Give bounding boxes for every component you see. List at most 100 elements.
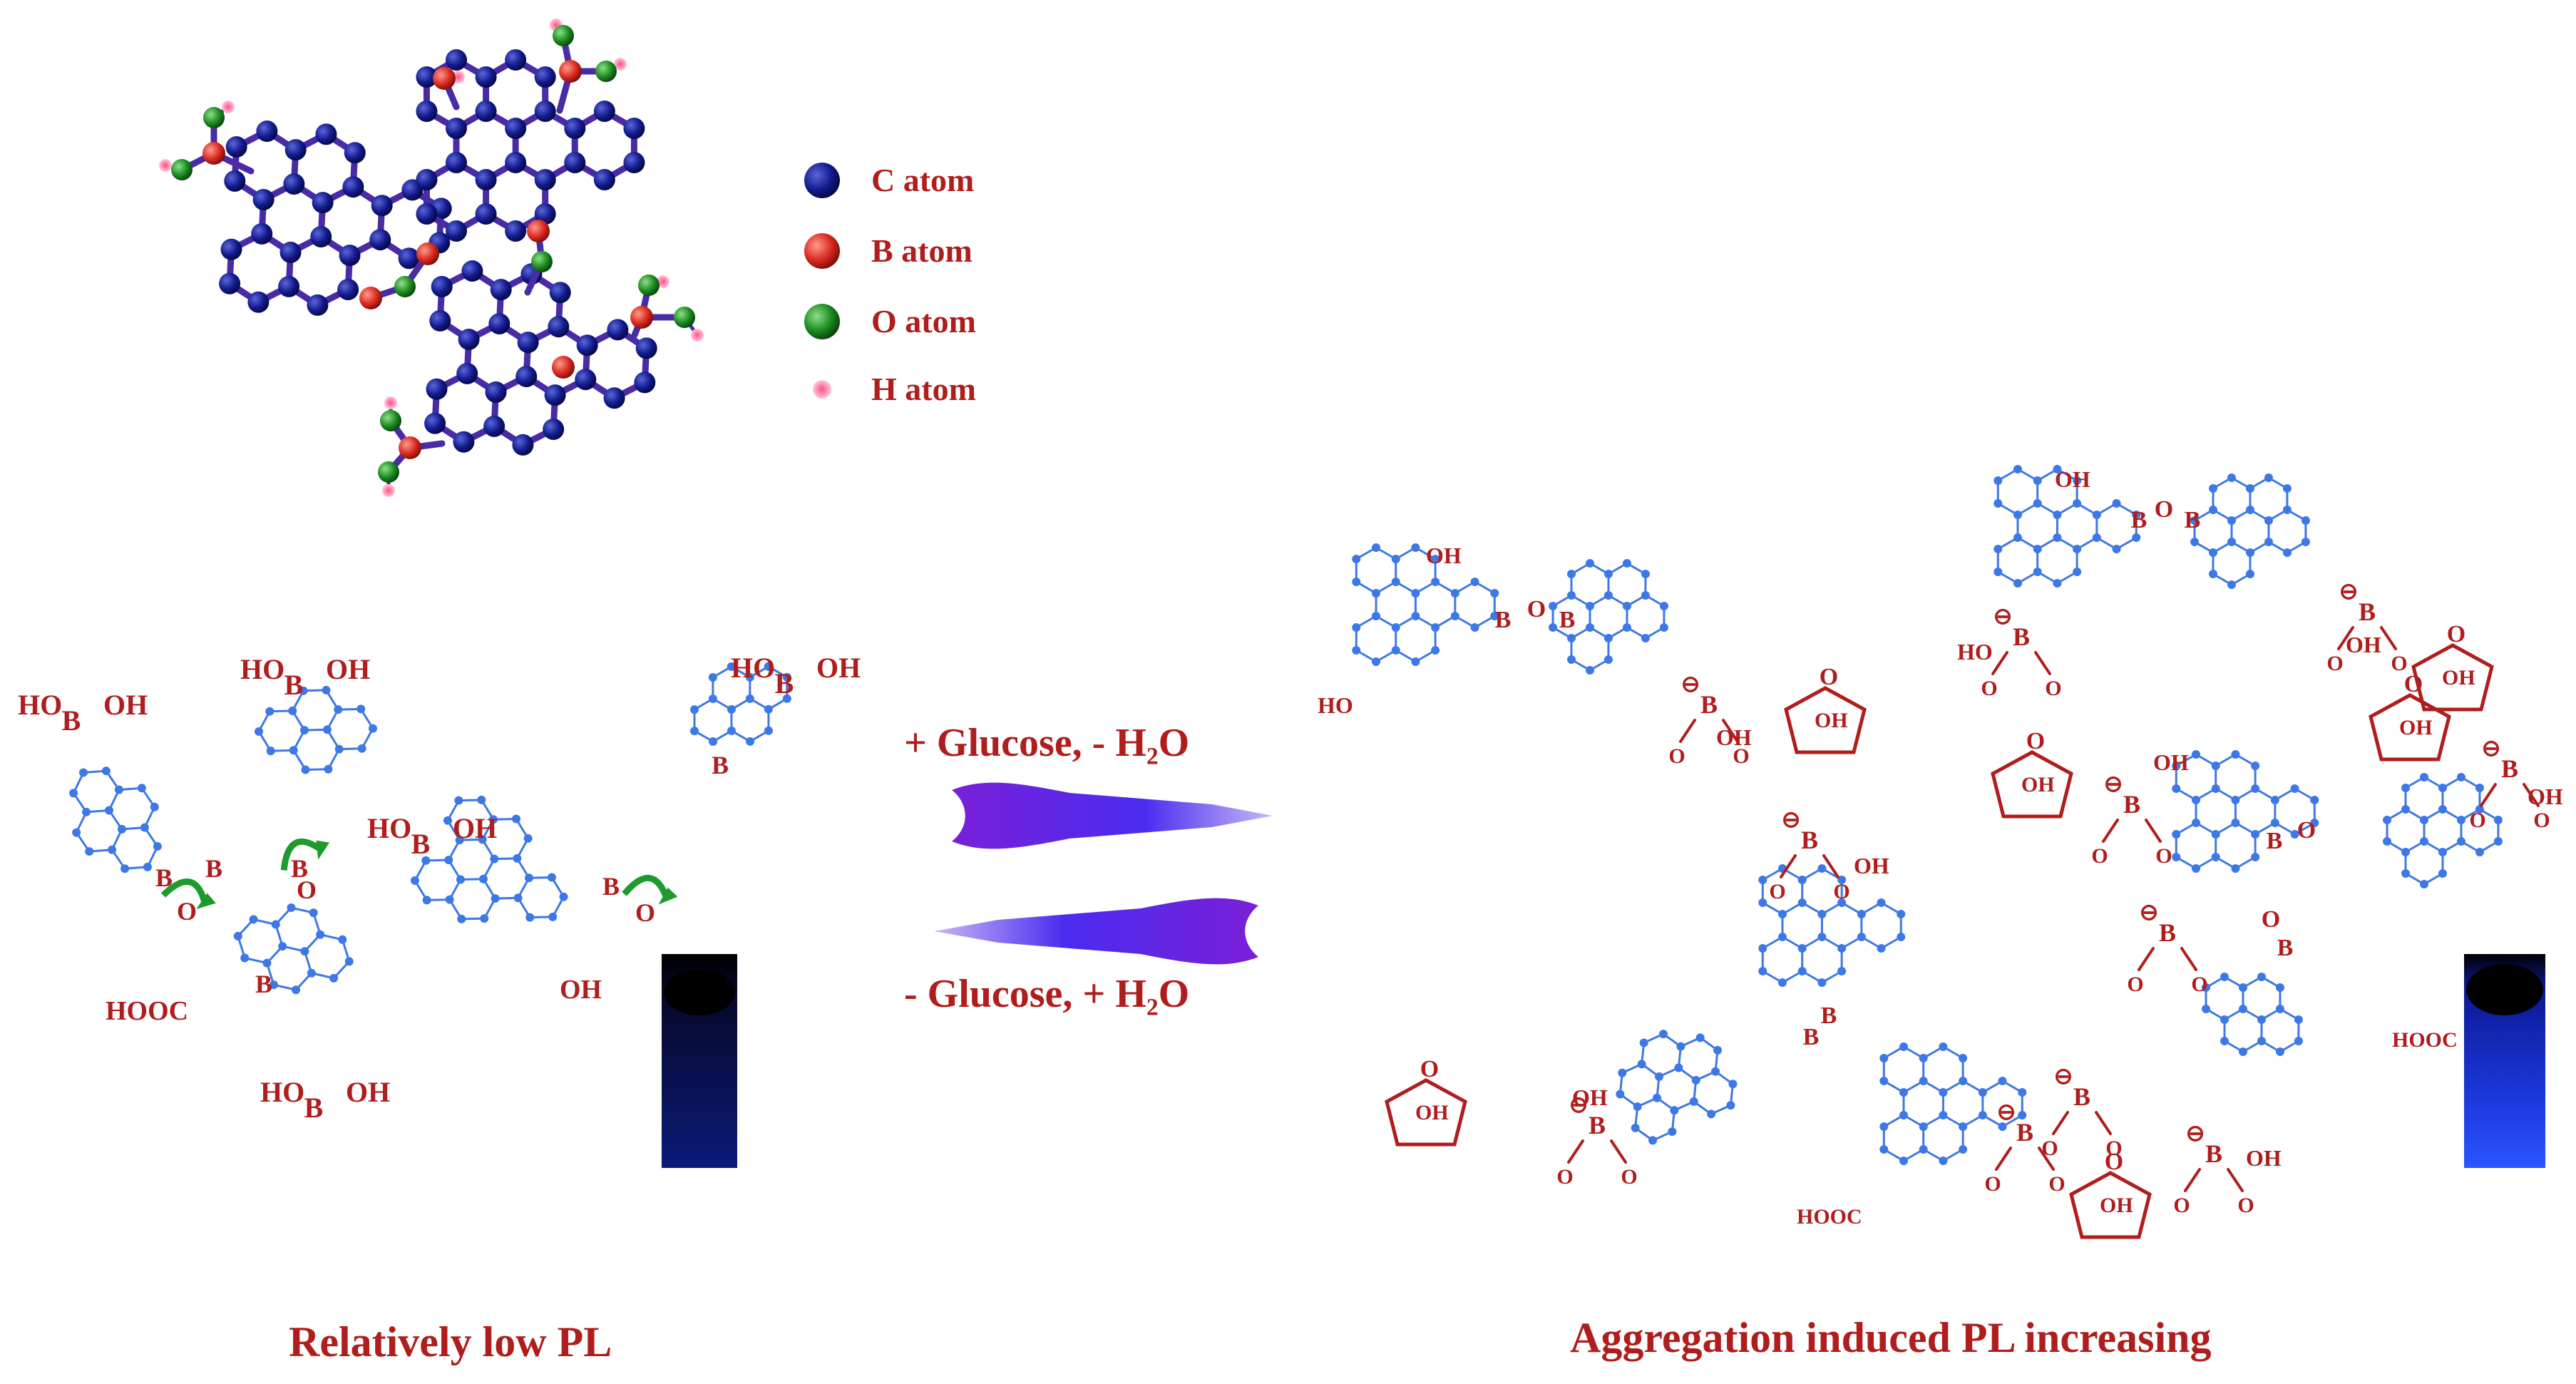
atom-node	[422, 896, 431, 905]
boron-label: B	[2277, 935, 2294, 961]
atom-node	[708, 694, 717, 704]
carbon-atom	[278, 275, 300, 297]
atom-node	[1797, 898, 1807, 907]
atom-node	[2275, 1047, 2284, 1056]
atom-node	[2238, 983, 2247, 992]
atom-node	[1879, 1145, 1889, 1154]
atom-node	[309, 908, 318, 918]
atom-node	[2132, 511, 2141, 519]
atom-node	[1450, 589, 1459, 598]
atom-node	[356, 704, 366, 714]
atom-node	[2053, 511, 2062, 519]
linkage-bond	[1991, 651, 2008, 675]
atom-node	[1648, 1136, 1658, 1145]
gqd-sheet-a	[69, 767, 162, 873]
atom-node	[2401, 805, 2411, 814]
atom-node	[2257, 1015, 2266, 1024]
atom-node	[2301, 516, 2310, 525]
boron-label: B	[2159, 918, 2176, 947]
carbon-atom	[337, 279, 359, 301]
boron-label: B	[1821, 1003, 1837, 1029]
atom-node	[1707, 1109, 1716, 1119]
atom-node	[1549, 623, 1558, 632]
oxygen-label: O	[2404, 671, 2423, 697]
oxygen-label: O	[2091, 844, 2108, 868]
atom-node	[2192, 796, 2200, 804]
atom-node	[689, 705, 699, 714]
atom-node	[1939, 1111, 1948, 1119]
atom-node	[2073, 545, 2082, 553]
atom-node	[1959, 1122, 1968, 1131]
atom-node	[1837, 967, 1847, 975]
left-caption: Relatively low PL	[289, 1318, 612, 1365]
atom-node	[1391, 555, 1400, 563]
atom-node	[445, 895, 454, 904]
atom-node	[2290, 830, 2299, 839]
reaction-arrows: + Glucose, - H₂O - Glucose, + H₂O	[904, 721, 1273, 1016]
oxygen-label: O	[2041, 1137, 2058, 1160]
boron-atom	[399, 436, 421, 459]
atom-node	[1470, 578, 1479, 586]
model-sheet-2	[416, 49, 645, 242]
atom-node	[1490, 612, 1499, 620]
linkage-bond	[2102, 819, 2119, 843]
atom-node	[1758, 967, 1767, 975]
oxygen-atom	[203, 107, 225, 128]
atom-node	[143, 862, 152, 871]
atom-node	[547, 873, 556, 882]
hydroxyl-label: OH	[103, 689, 148, 721]
oxygen-label: O	[1556, 1165, 1573, 1189]
carbon-atom	[315, 123, 337, 145]
boron-label: B	[1801, 826, 1818, 854]
atom-node	[2401, 869, 2411, 878]
oxygen-label: O	[2048, 1172, 2065, 1196]
oxygen-label: O	[2191, 973, 2207, 996]
hydrogen-atom	[384, 396, 397, 409]
boron-label: B	[255, 970, 272, 998]
atom-node	[2053, 465, 2062, 473]
atom-node	[1670, 1106, 1679, 1115]
atom-node	[2209, 484, 2218, 493]
boron-label: B	[2013, 622, 2030, 651]
atom-node	[2190, 538, 2200, 546]
atom-node	[1567, 634, 1576, 642]
atom-node	[782, 672, 791, 682]
oxygen-atom	[638, 275, 660, 296]
oxygen-label: O	[1420, 1056, 1439, 1082]
atom-node	[292, 985, 301, 995]
oxygen-label: O	[177, 897, 197, 926]
atom-node	[2383, 837, 2392, 846]
hydrogen-atom	[222, 101, 235, 113]
carbon-atom	[544, 384, 566, 406]
atom-node	[2238, 1005, 2247, 1013]
gqd-sheet-3	[1616, 1030, 1738, 1145]
carbon-atom	[635, 337, 657, 359]
hydrogen-atom	[382, 484, 395, 497]
atom-node	[1622, 623, 1631, 632]
atom-node	[1549, 602, 1558, 610]
atom-node	[2245, 506, 2254, 514]
hydrogen-atom	[159, 159, 172, 172]
boron-label: B	[775, 667, 794, 699]
atom-node	[2209, 570, 2218, 578]
atom-node	[1817, 933, 1827, 941]
atom-node	[2033, 545, 2042, 553]
atom-node	[1817, 910, 1827, 918]
borate-charge: ⊖	[2186, 1120, 2205, 1146]
oxygen-atom	[674, 307, 695, 328]
oxygen-label: O	[2026, 728, 2045, 754]
atom-node	[1391, 623, 1400, 632]
atom-node	[1603, 570, 1613, 578]
atom-node	[1959, 1077, 1968, 1085]
borate-charge: ⊖	[2140, 899, 2159, 925]
hydroxyl-label: OH	[2346, 632, 2381, 657]
gqd-sheet-1	[1549, 559, 1668, 675]
atom-node	[2013, 579, 2022, 588]
atom-node	[1622, 602, 1631, 610]
atom-node	[455, 836, 464, 845]
carbon-atom	[251, 222, 273, 245]
atom-node	[2073, 499, 2082, 508]
carbon-atom	[279, 241, 302, 263]
hydroxyl-label: OH	[1426, 543, 1462, 568]
atom-node	[457, 914, 466, 923]
